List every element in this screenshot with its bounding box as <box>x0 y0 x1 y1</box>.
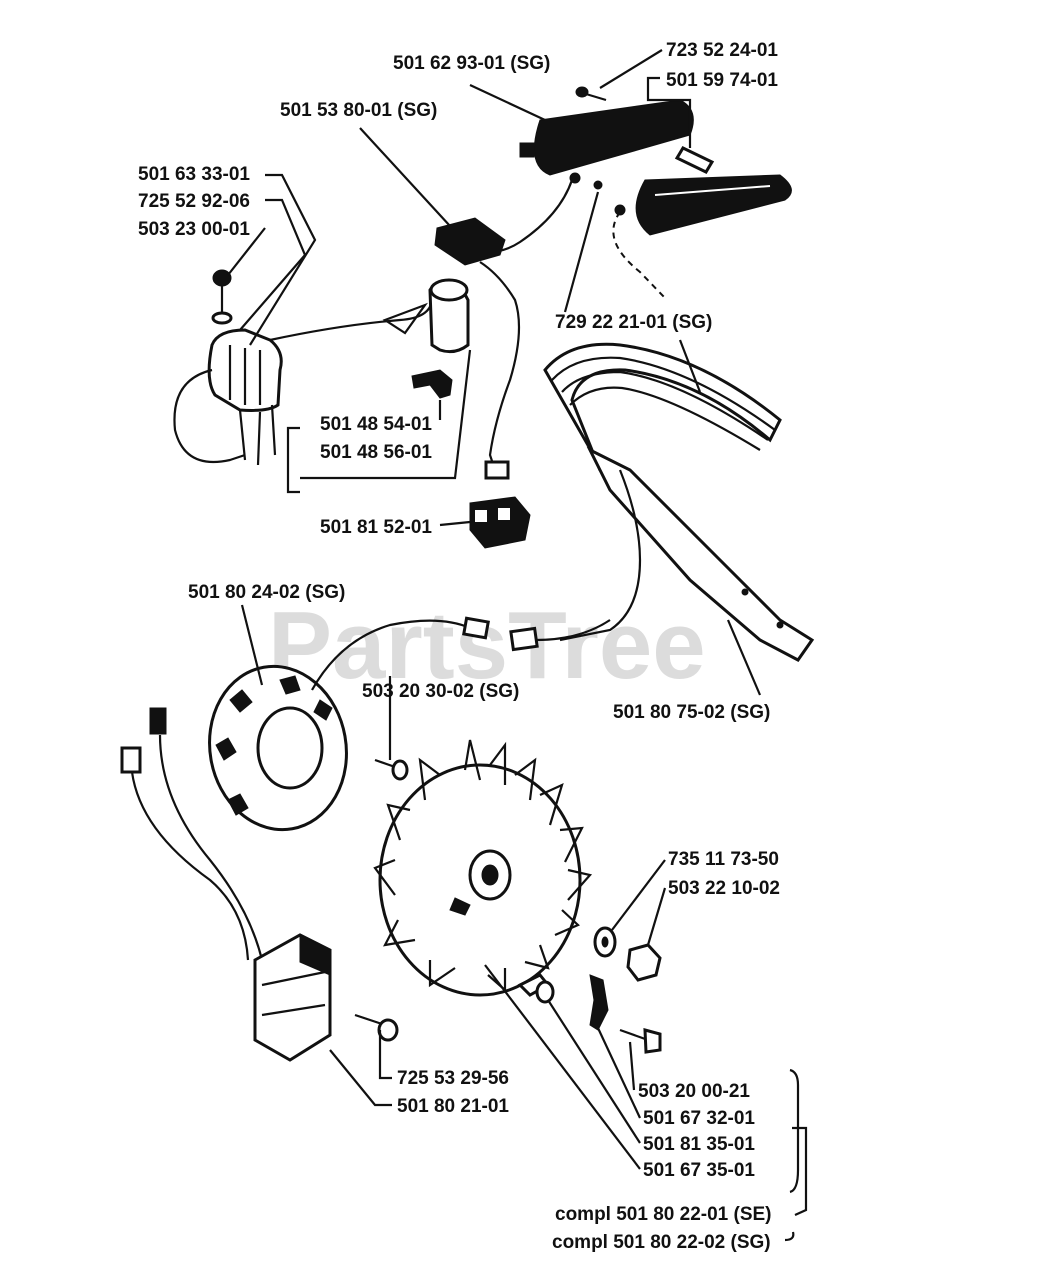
screw-503-20-30 <box>374 758 409 781</box>
spring-clip <box>411 369 453 399</box>
label-501-62-93-01: 501 62 93-01 (SG) <box>393 53 550 74</box>
label-735-11-73-50: 735 11 73-50 <box>668 849 779 870</box>
label-503-20-00-21: 503 20 00-21 <box>638 1081 750 1102</box>
part-labels: 723 52 24-01 501 62 93-01 (SG) 501 59 74… <box>138 40 780 1253</box>
stator-ring <box>208 616 611 832</box>
label-compl-501-80-22-02: compl 501 80 22-02 (SG) <box>552 1232 771 1253</box>
label-501-48-56-01: 501 48 56-01 <box>320 442 432 463</box>
label-723-52-24-01: 723 52 24-01 <box>666 40 778 61</box>
label-compl-501-80-22-01: compl 501 80 22-01 (SE) <box>555 1204 772 1225</box>
connector-501-81-52 <box>469 496 531 549</box>
screw-725-53-29 <box>354 1013 399 1042</box>
front-handle <box>543 339 815 662</box>
watermark: PartsTree <box>268 592 706 699</box>
nut-503-22-10 <box>626 943 662 982</box>
label-501-81-35-01: 501 81 35-01 <box>643 1134 755 1155</box>
flywheel <box>373 739 593 997</box>
label-725-52-92-06: 725 52 92-06 <box>138 191 250 212</box>
pawl-parts <box>517 973 662 1054</box>
label-501-63-33-01: 501 63 33-01 <box>138 164 250 185</box>
label-503-22-10-02: 503 22 10-02 <box>668 878 780 899</box>
label-501-48-54-01: 501 48 54-01 <box>320 414 432 435</box>
label-501-80-21-01: 501 80 21-01 <box>397 1096 509 1117</box>
ignition-coil-assembly <box>173 278 470 466</box>
label-725-53-29-56: 725 53 29-56 <box>397 1068 509 1089</box>
label-501-80-75-02: 501 80 75-02 (SG) <box>613 702 770 723</box>
handle-grip-upper <box>519 99 694 176</box>
label-729-22-21-01: 729 22 21-01 (SG) <box>555 312 712 333</box>
ignition-module <box>120 707 332 1062</box>
label-501-67-32-01: 501 67 32-01 <box>643 1108 755 1129</box>
handle-grip-lower <box>635 174 792 236</box>
label-501-59-74-01: 501 59 74-01 <box>666 70 778 91</box>
label-501-81-52-01: 501 81 52-01 <box>320 517 432 538</box>
label-503-23-00-01: 503 23 00-01 <box>138 219 250 240</box>
pin-501-59-74 <box>674 146 715 174</box>
leader-lines <box>227 49 808 1242</box>
label-503-20-30-02: 503 20 30-02 (SG) <box>362 681 519 702</box>
screw-503-23-00 <box>211 269 233 325</box>
label-501-67-35-01: 501 67 35-01 <box>643 1160 755 1181</box>
washer-735-11-73 <box>593 926 617 958</box>
label-501-80-24-02: 501 80 24-02 (SG) <box>188 582 345 603</box>
label-501-53-80-01: 501 53 80-01 (SG) <box>280 100 437 121</box>
screw-723-52-24 <box>575 86 607 102</box>
switch-unit <box>434 217 521 480</box>
